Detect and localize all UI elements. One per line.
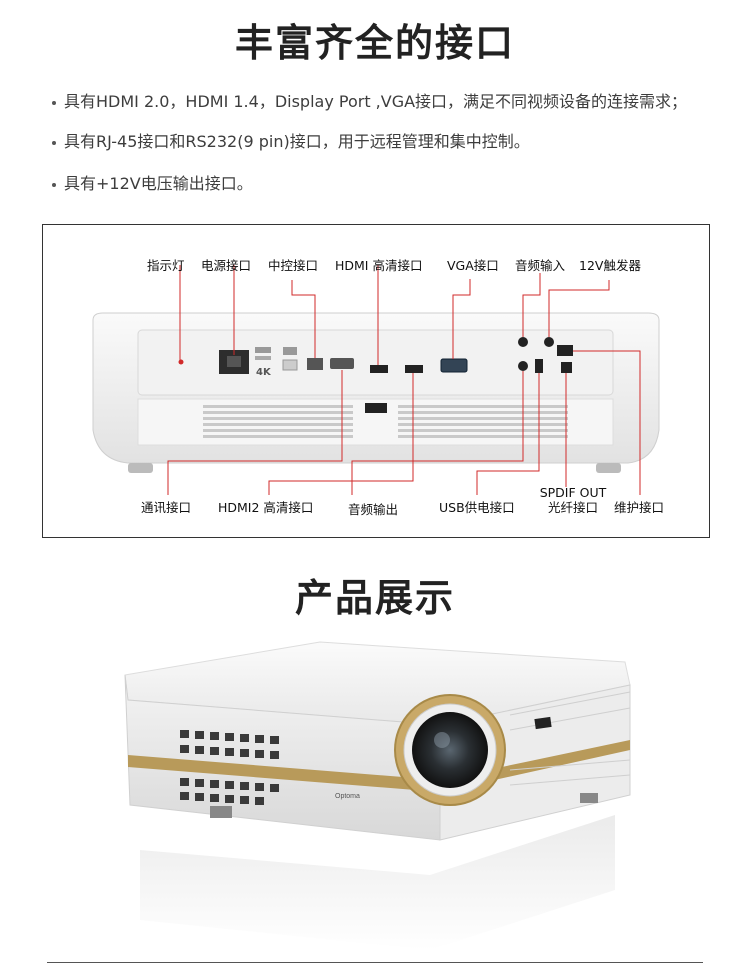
label-spdif-line2: 光纤接口 xyxy=(547,500,598,515)
label-hdmi2-port: HDMI2 高清接口 xyxy=(218,500,314,515)
bottom-divider xyxy=(47,962,703,963)
brand-logo: Optoma xyxy=(335,793,360,800)
label-vga-port: VGA接口 xyxy=(447,258,499,273)
label-audio-in: 音频输入 xyxy=(515,258,566,273)
port-diagram-panel: 指示灯 电源接口 中控接口 HDMI 高清接口 VGA接口 音频输入 12V触发… xyxy=(42,224,710,538)
bullet-text: 具有RJ-45接口和RS232(9 pin)接口，用于远程管理和集中控制。 xyxy=(64,132,530,151)
bullet-video-ports: 具有HDMI 2.0，HDMI 1.4，Display Port ,VGA接口，… xyxy=(52,88,687,112)
bullet-dot xyxy=(52,140,56,145)
label-12v-trigger: 12V触发器 xyxy=(579,258,641,273)
label-service-port: 维护接口 xyxy=(614,500,665,515)
section-title-interfaces: 丰富齐全的接口 xyxy=(234,21,515,65)
projector-product-image: Optoma xyxy=(124,641,631,950)
label-indicator-light: 指示灯 xyxy=(147,258,185,273)
bullet-text: 具有+12V电压输出接口。 xyxy=(64,174,253,193)
label-comm-port: 通讯接口 xyxy=(141,500,192,515)
label-power-port: 电源接口 xyxy=(201,258,252,273)
badge-4k: 4K xyxy=(256,367,271,378)
bullet-dot xyxy=(52,100,56,105)
label-audio-out: 音频输出 xyxy=(348,502,399,517)
label-spdif-line1: SPDIF OUT xyxy=(539,485,607,500)
label-control-port: 中控接口 xyxy=(268,258,319,273)
projector-rear-illustration xyxy=(92,265,660,495)
label-hdmi-port: HDMI 高清接口 xyxy=(335,258,423,273)
bullet-text: 具有HDMI 2.0，HDMI 1.4，Display Port ,VGA接口，… xyxy=(64,92,688,111)
label-usb-power: USB供电接口 xyxy=(439,500,515,515)
label-spdif: SPDIF OUT 光纤接口 xyxy=(533,485,613,515)
section-title-showcase: 产品展示 xyxy=(294,576,455,620)
bullet-dot xyxy=(52,182,56,187)
bullet-12v-output: 具有+12V电压输出接口。 xyxy=(52,170,253,194)
bullet-control-ports: 具有RJ-45接口和RS232(9 pin)接口，用于远程管理和集中控制。 xyxy=(52,128,530,152)
